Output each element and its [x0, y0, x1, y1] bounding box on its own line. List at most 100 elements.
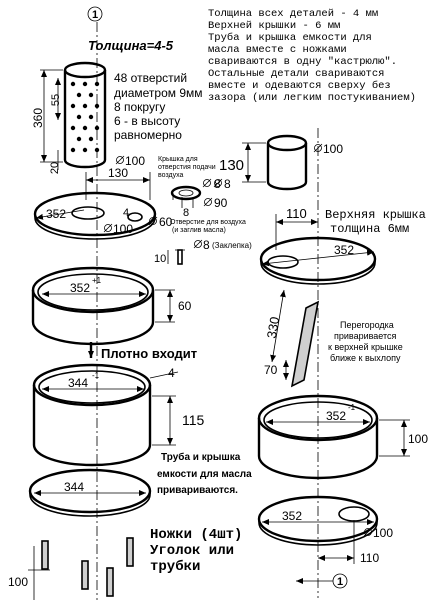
- thickness-label: Толщина=4-5: [88, 38, 174, 53]
- dim-330-label: 330: [264, 316, 283, 340]
- partition-note-line: ближе к выхлопу: [330, 353, 401, 363]
- air-hole-note-line: Отверстие для воздуха: [170, 219, 246, 226]
- dia-60-label: 60: [159, 215, 173, 229]
- dim-344-bottom-label: 344: [64, 480, 84, 494]
- tube-hole: [82, 81, 88, 87]
- dim-352-lid: 352: [261, 243, 375, 267]
- perforated-tube: [63, 61, 107, 169]
- dia-8-right-label: 8: [224, 177, 231, 191]
- dim-352-top-label: 352: [46, 207, 66, 221]
- dim-352-ring-right: 352 -1: [266, 403, 370, 425]
- dim-352-lid-label: 352: [334, 243, 354, 257]
- dia-100-b-label: 100: [113, 222, 133, 236]
- dia-100-bottom-right-label: 100: [373, 526, 393, 540]
- dim-4-b: 4: [149, 366, 179, 380]
- holes-note-line: равномерно: [114, 128, 182, 142]
- ring-right: [257, 394, 379, 480]
- dim-352-bottom-right-label: 352: [282, 509, 302, 523]
- holes-note: 48 отверстий диаметром 9мм 8 покругу 6 -…: [114, 71, 206, 142]
- tube-hole: [82, 103, 88, 109]
- tube-hole: [70, 125, 76, 131]
- dim-344-ring-label: 344: [68, 376, 88, 390]
- tube-holes: [70, 81, 100, 153]
- air-hole-note: Отверстие для воздуха (и заглив масла): [170, 219, 248, 234]
- tube-hole: [82, 147, 88, 153]
- svg-text:Перегородка привариваетс: Перегородка приваривается к верхней крыш…: [328, 320, 405, 363]
- tube-hole: [76, 136, 82, 142]
- tube-dim-360: 360: [31, 69, 63, 163]
- legs-note-line: трубки: [150, 559, 200, 575]
- exhaust-pipe: [266, 134, 308, 191]
- partition-note-line: приваривается: [334, 331, 397, 341]
- svg-text:Отверстие для воздуха (и: Отверстие для воздуха (и заглив масла): [170, 219, 248, 234]
- dim-20-label: 20: [49, 162, 61, 174]
- tube-dim-55: 55: [50, 78, 62, 120]
- general-note-line: Остальные детали свариваются: [208, 68, 384, 80]
- dim-352-ring-right-label: 352: [326, 409, 346, 423]
- svg-text:Толщина всех деталей - 4 мм: Толщина всех деталей - 4 мм Верхней крыш…: [208, 8, 416, 104]
- legs: [41, 537, 134, 597]
- tube-hole: [88, 92, 94, 98]
- axis-marker-bottom: 1: [296, 573, 348, 589]
- general-note-line: Труба и крышка емкости для: [208, 31, 372, 44]
- dim-130-right: 130: [219, 142, 266, 183]
- top-lid-note-line: Верхняя крышка: [325, 208, 426, 222]
- dim-55-label: 55: [50, 94, 62, 106]
- tube-hole: [76, 114, 82, 120]
- holes-note-line: 48 отверстий: [114, 71, 187, 85]
- legs-note-line: Ножки (4шт): [150, 527, 242, 543]
- holes-note-line: 8 покругу: [114, 100, 165, 114]
- dim-100-right-ring: 100: [379, 419, 428, 457]
- dim-60: 60: [155, 289, 192, 323]
- dim-60-label: 60: [178, 299, 192, 313]
- tol-minus1-right-label: -1: [348, 403, 356, 412]
- dia-8-right: 8: [213, 177, 231, 191]
- lid-note-line: воздуха: [158, 172, 184, 179]
- general-note-line: свариваются в одну "кастрюлю".: [208, 56, 397, 68]
- tube-hole: [88, 114, 94, 120]
- tight-fit-label: Плотно входит: [101, 346, 197, 361]
- dia-100-bottom-right: 100: [363, 526, 393, 540]
- dim-8-a: 8: [202, 177, 221, 191]
- air-lid-ring: [170, 185, 202, 208]
- lid-note-line: Крышка для: [158, 156, 198, 163]
- dim-115: 115: [152, 395, 205, 446]
- partition-note-line: Перегородка: [340, 320, 394, 330]
- weld-note-line: привариваются.: [157, 485, 238, 496]
- dia-90-label: 90: [214, 196, 228, 210]
- tube-hole: [70, 147, 76, 153]
- dim-110-bottom-label: 110: [360, 551, 379, 565]
- dim-110-bottom: 110: [318, 520, 379, 565]
- general-note-line: Толщина всех деталей - 4 мм: [208, 8, 378, 20]
- weld-note: Труба и крышка емкости для масла привари…: [157, 451, 252, 496]
- dim-360-label: 360: [31, 108, 45, 128]
- tube-hole: [94, 81, 100, 87]
- tight-fit: Плотно входит: [88, 342, 197, 361]
- dim-344-ring: 344 -1: [42, 371, 144, 392]
- dia-100-right: 100: [313, 142, 343, 156]
- tube-hole: [70, 81, 76, 87]
- dim-352-ring-left-label: 352: [70, 281, 90, 295]
- dim-352-ring-left: 352 +1: [42, 276, 146, 297]
- dia-100-a: 100: [115, 154, 145, 168]
- dia-100-right-label: 100: [323, 142, 343, 156]
- rivet-label: (Заклепка): [212, 241, 252, 250]
- dim-100-legs: 100: [8, 546, 50, 600]
- svg-text:Крышка для отверстия под: Крышка для отверстия подачи воздуха: [158, 156, 218, 179]
- dim-344-bottom: 344: [34, 480, 146, 496]
- dia-8-c-label: 8: [203, 238, 210, 252]
- dim-110-top-label: 110: [286, 206, 307, 221]
- dim-4-b-label: 4: [168, 366, 175, 380]
- dia-90: 90: [203, 196, 228, 210]
- tol-minus1-label: -1: [92, 371, 100, 380]
- dim-130-left: 130: [85, 166, 151, 200]
- general-note-line: масла вместе с ножками: [208, 44, 347, 56]
- dia-100-a-label: 100: [125, 154, 145, 168]
- bottom-plate-left: [28, 468, 152, 517]
- dia-100-b: 100: [103, 222, 133, 236]
- dim-4: 4: [123, 207, 129, 219]
- top-lid-note: Верхняя крышка толщина 6мм: [325, 208, 426, 236]
- upper-ring-left: [31, 266, 155, 346]
- svg-text:48 отверстий диаметром 9: 48 отверстий диаметром 9мм 8 покругу 6 -…: [114, 71, 206, 142]
